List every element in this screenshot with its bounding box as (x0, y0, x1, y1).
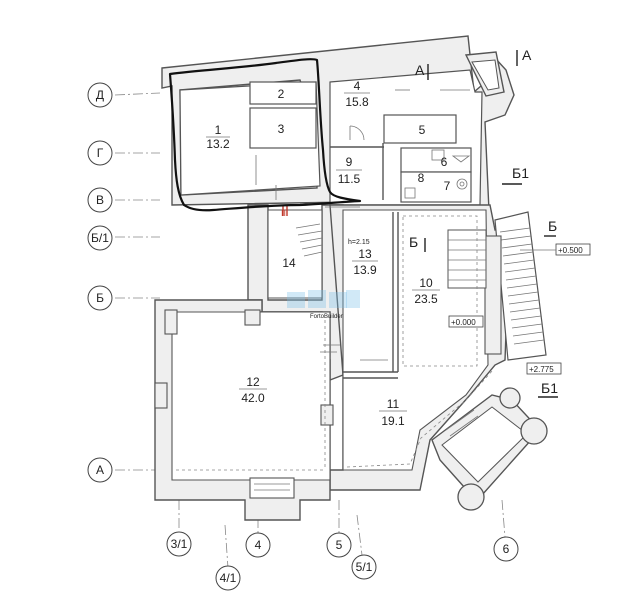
section-b-right: Б (548, 218, 557, 234)
room-area: 11.5 (338, 172, 361, 186)
level-plus-2775: +2.775 (529, 365, 554, 374)
room-number: 4 (354, 79, 361, 93)
room-area: 13.2 (206, 137, 230, 151)
section-a-right: А (522, 47, 532, 63)
axis-row-d: Д (96, 88, 104, 102)
axis-row-v: В (96, 193, 104, 207)
axis-row-a: А (96, 463, 104, 477)
room-number: 8 (418, 171, 425, 185)
room-labels: 1 13.2 2 3 4 15.8 5 6 7 8 9 11.5 (206, 79, 451, 428)
row-axes: Д Г В Б/1 Б А (87, 82, 113, 483)
level-marks: +0.500 +0.000 +2.775 (448, 243, 591, 375)
axis-col-4: 4 (255, 538, 262, 552)
room-number: 14 (282, 256, 296, 270)
room-7: 7 (444, 179, 451, 193)
section-b-inner: Б (409, 234, 418, 250)
room-3: 3 (278, 122, 285, 136)
room-number: 7 (444, 179, 451, 193)
column-axes: 3/1 4/1 4 5 5/1 6 (166, 531, 519, 591)
walls (154, 35, 548, 521)
axis-col-4-1: 4/1 (220, 571, 237, 585)
axis-col-6: 6 (503, 542, 510, 556)
watermark-text: FortoBuilder (310, 314, 343, 320)
room-number: 9 (346, 155, 353, 169)
room-number: 11 (387, 397, 400, 411)
section-b1-bottom: Б1 (541, 380, 558, 396)
wall-mark: II (281, 208, 286, 218)
section-a-left: А (415, 62, 425, 78)
room-13: 13 13.9 (352, 247, 378, 277)
room-11: 11 19.1 (379, 397, 407, 428)
room-8: 8 (418, 171, 425, 185)
axis-row-b: Б (96, 291, 104, 305)
room-number: 3 (278, 122, 285, 136)
hand-drawn-outline (168, 58, 362, 212)
room-area: 19.1 (381, 414, 405, 428)
room-number: 10 (419, 276, 433, 290)
room-number: 12 (246, 375, 260, 389)
room-number: 13 (358, 247, 372, 261)
room-6: 6 (441, 155, 448, 169)
room-area: 23.5 (414, 292, 438, 306)
room-area: 15.8 (345, 95, 369, 109)
ceiling-height-note: h=2.15 (348, 239, 370, 246)
axis-col-3-1: 3/1 (171, 537, 188, 551)
room-10: 10 23.5 (412, 276, 440, 306)
level-plus-0000: +0.000 (451, 318, 476, 327)
room-14: 14 (282, 256, 296, 270)
axis-col-5-1: 5/1 (356, 560, 373, 574)
room-number: 5 (419, 123, 426, 137)
room-9: 9 11.5 (336, 155, 362, 186)
watermark-logo: FortoBuilder (287, 290, 360, 320)
room-number: 2 (278, 87, 285, 101)
room-5: 5 (419, 123, 426, 137)
room-12: 12 42.0 (239, 375, 267, 405)
room-2: 2 (278, 87, 285, 101)
axis-row-b1: Б/1 (91, 231, 109, 245)
room-number: 6 (441, 155, 448, 169)
axis-col-5: 5 (336, 538, 343, 552)
room-area: 42.0 (241, 391, 265, 405)
room-number: 1 (215, 123, 222, 137)
axis-row-g: Г (97, 146, 104, 160)
section-marks: А А Б Б Б1 Б1 (409, 47, 558, 398)
room-area: 13.9 (353, 263, 377, 277)
room-4: 4 15.8 (344, 79, 370, 109)
section-b1-top: Б1 (512, 165, 529, 181)
level-plus-0500: +0.500 (558, 246, 583, 255)
axis-lines (114, 92, 506, 569)
room-1: 1 13.2 (206, 123, 230, 151)
